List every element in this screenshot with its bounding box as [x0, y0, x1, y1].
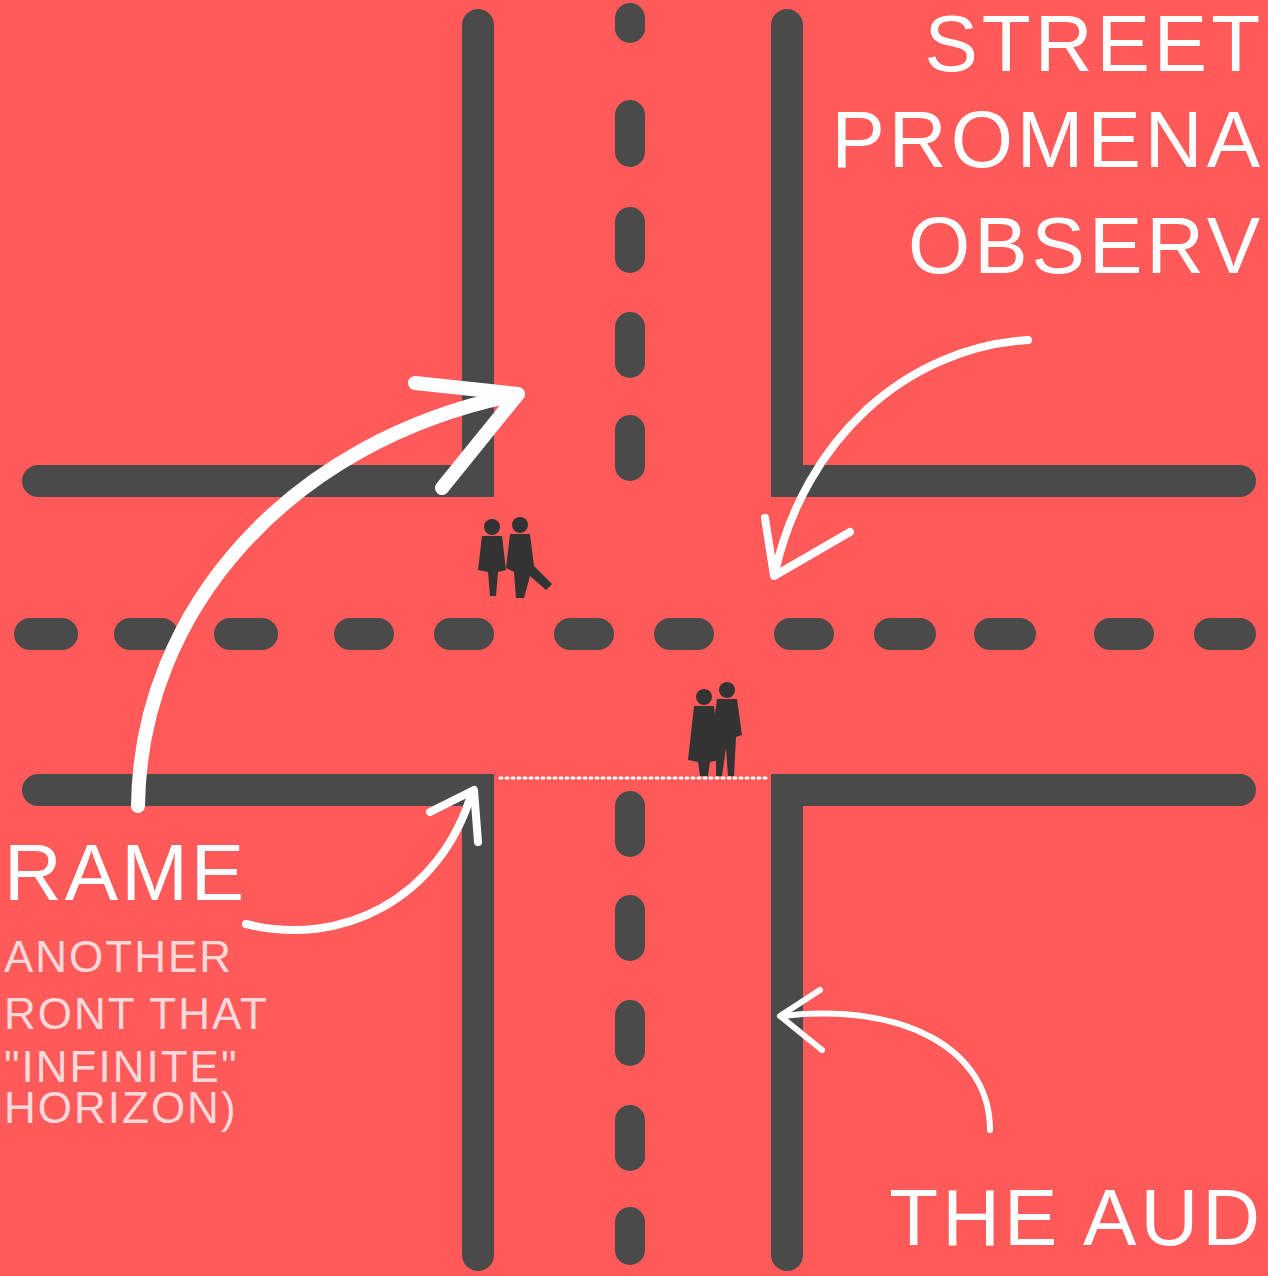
lane-dash [670, 618, 698, 650]
heading-label: STREET [924, 4, 1264, 84]
note-label: ANOTHER [4, 935, 233, 979]
lane-dash [230, 618, 262, 650]
curb-line [38, 25, 478, 481]
lane-dash [615, 115, 645, 152]
person-body [478, 536, 506, 596]
person-head [512, 517, 528, 533]
lane-dash [1210, 618, 1240, 650]
callout-arrow [246, 792, 472, 930]
lane-dash [30, 618, 62, 650]
person-body [712, 699, 742, 776]
callout-arrow [775, 340, 1028, 572]
frame-threshold [500, 777, 768, 780]
lane-dash [350, 618, 378, 650]
person-head [696, 689, 712, 705]
lane-dash [615, 18, 645, 28]
lane-dash [615, 1120, 645, 1156]
arrow-head [415, 383, 518, 488]
lane-dash [615, 1015, 645, 1051]
lane-dash [1110, 618, 1138, 650]
lane-dash [890, 618, 920, 650]
lane-dash [990, 618, 1020, 650]
lane-dashes [615, 18, 645, 1250]
callout-arrow [782, 1014, 990, 1130]
lane-dash [450, 618, 478, 650]
lane-dash [615, 910, 645, 946]
lane-dash [130, 618, 162, 650]
arrow-head [780, 990, 822, 1050]
sitting-couple [478, 517, 552, 598]
heading-label: PROMENA [832, 100, 1265, 180]
arrow-head [765, 518, 850, 576]
person-body [506, 534, 552, 598]
arrow-head [430, 790, 478, 842]
note-label: HORIZON) [4, 1086, 238, 1130]
lane-dash [615, 1222, 645, 1250]
lane-dash [615, 806, 645, 842]
person-head [719, 682, 735, 698]
callout-arrows [138, 340, 1028, 1130]
lane-dash [615, 327, 645, 363]
walking-couple [688, 682, 742, 776]
note-label: "INFINITE" [4, 1045, 239, 1089]
note-label: RONT THAT [4, 992, 269, 1036]
lane-dash [615, 430, 645, 466]
person-head [484, 519, 500, 535]
lane-dash [790, 618, 818, 650]
heading-label: OBSERV [908, 206, 1264, 286]
lane-dash [570, 618, 598, 650]
lane-dashes [30, 618, 1240, 650]
heading-label: THE AUD [889, 1178, 1264, 1258]
heading-label: RAME [4, 833, 247, 913]
lane-dash [615, 222, 645, 258]
